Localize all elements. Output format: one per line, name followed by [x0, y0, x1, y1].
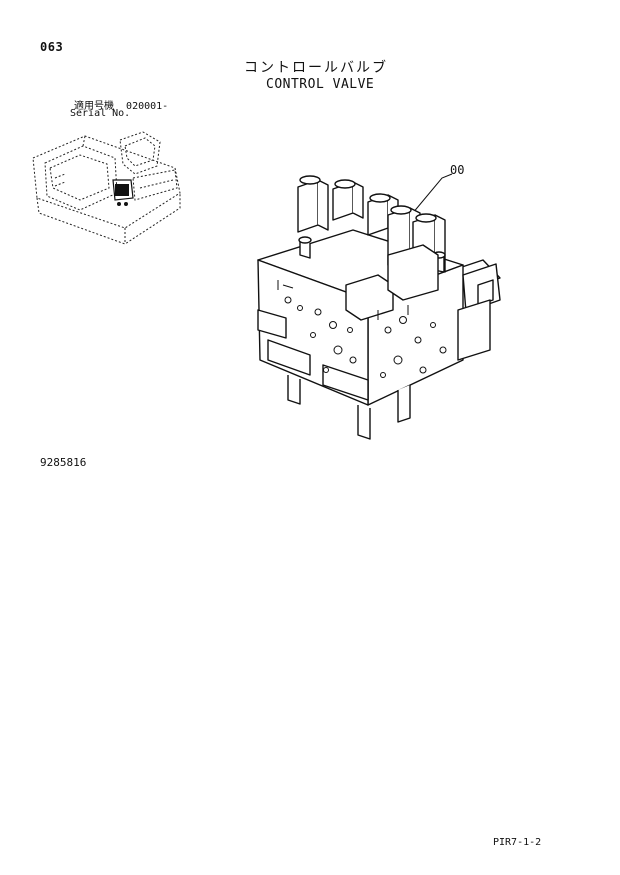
callout-leader-line: [411, 173, 453, 215]
machine-location-icon: [32, 131, 181, 245]
page-number: 063: [40, 40, 64, 54]
title-japanese: コントロールバルブ: [244, 60, 388, 76]
serial-applicability: 適用号機 020001-: [74, 97, 168, 112]
title-english: CONTROL VALVE: [266, 77, 375, 92]
control-valve-illustration: [257, 175, 501, 440]
callout-label: 00: [450, 163, 465, 177]
serial-value: 020001-: [126, 101, 169, 112]
part-number: 9285816: [40, 456, 87, 469]
serial-label-en: Serial No.: [70, 108, 131, 119]
valve-location-marker: [112, 179, 134, 206]
serial-label-jp: 適用号機: [74, 101, 114, 112]
page-code: PIR7-1-2: [493, 837, 542, 848]
